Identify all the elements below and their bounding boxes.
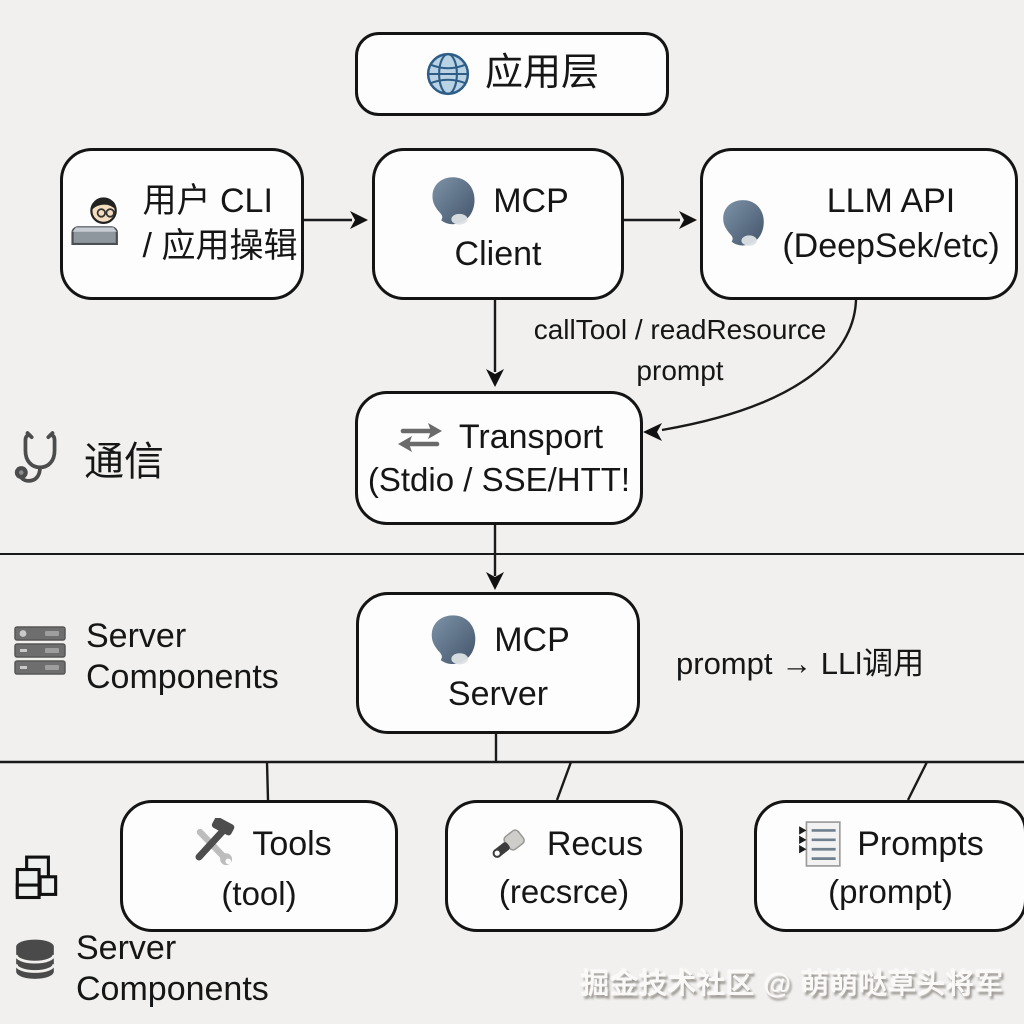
resources-line1: Recus xyxy=(546,824,644,863)
page-stack-icon xyxy=(12,854,62,912)
resources-line2: (recsrce) xyxy=(498,873,630,911)
label-prompt-to-llm: prompt → LLl调用 xyxy=(676,646,925,681)
server-components-mid-line1: Server xyxy=(86,617,187,655)
llm-api-line2: (DeepSek/etc) xyxy=(782,227,1000,265)
node-mcp-server: MCP Server xyxy=(356,592,640,734)
llm-api-line1: LLM API xyxy=(826,182,956,221)
swap-arrows-icon xyxy=(395,418,445,456)
flashlight-icon xyxy=(485,820,533,868)
node-llm-api: LLM API (DeepSek/etc) xyxy=(700,148,1018,300)
application-layer-label: 应用层 xyxy=(484,52,599,95)
edge-label-line1: callTool / readResource xyxy=(533,314,827,345)
transport-line1: Transport xyxy=(458,417,604,456)
list-icon xyxy=(797,820,843,868)
label-server-components-mid: Server Components xyxy=(12,616,279,699)
user-cli-line2: / 应用操辑 xyxy=(142,227,298,265)
technologist-icon xyxy=(67,194,129,254)
head-silhouette-icon xyxy=(427,174,479,230)
label-server-components-bottom: Server Components xyxy=(12,928,269,1011)
node-user-cli: 用户 CLI / 应用操辑 xyxy=(60,148,304,300)
prompts-line2: (prompt) xyxy=(828,873,953,911)
database-icon xyxy=(12,934,58,984)
server-components-bottom-line1: Server xyxy=(76,929,177,967)
transport-line2: (Stdio / SSE/HTT! xyxy=(367,460,631,498)
hammer-wrench-icon xyxy=(186,818,238,870)
node-application-layer: 应用层 xyxy=(355,32,669,116)
edge-label-line2: prompt xyxy=(636,354,724,386)
node-transport: Transport (Stdio / SSE/HTT! xyxy=(355,391,643,525)
communication-label: 通信 xyxy=(84,440,164,484)
mcp-server-line2: Server xyxy=(447,674,549,713)
head-silhouette-icon xyxy=(426,612,480,670)
mcp-client-line1: MCP xyxy=(493,182,569,221)
node-resources: Recus (recsrce) xyxy=(445,800,683,932)
label-communication: 通信 xyxy=(14,428,164,488)
prompts-line1: Prompts xyxy=(857,824,984,863)
node-tools: Tools (tool) xyxy=(120,800,398,932)
edge-label-calltool: callTool / readResource prompt xyxy=(515,310,845,391)
head-silhouette-icon xyxy=(718,197,768,251)
server-components-mid-line2: Components xyxy=(86,658,279,697)
server-components-bottom-line2: Components xyxy=(76,970,269,1009)
globe-icon xyxy=(425,51,471,97)
server-rack-icon xyxy=(12,622,68,682)
stethoscope-icon xyxy=(14,428,66,488)
watermark: 掘金技术社区 @ 萌萌哒草头将军 xyxy=(581,968,1004,999)
tools-line2: (tool) xyxy=(221,875,297,913)
node-prompts: Prompts (prompt) xyxy=(754,800,1024,932)
mcp-client-line2: Client xyxy=(454,234,542,273)
tools-line1: Tools xyxy=(252,824,332,863)
mcp-server-line1: MCP xyxy=(494,621,570,660)
user-cli-line1: 用户 CLI xyxy=(142,182,273,221)
node-mcp-client: MCP Client xyxy=(372,148,624,300)
